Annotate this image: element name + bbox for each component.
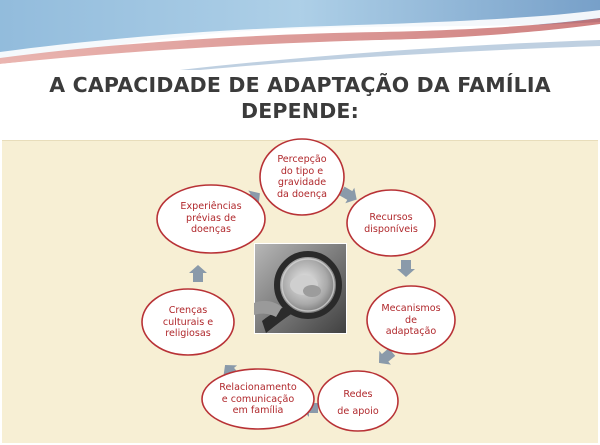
node-perception-text: Percepção do tipo e gravidade da doença <box>276 154 328 200</box>
node-support-networks <box>317 370 399 432</box>
node-mechanisms-text: Mecanismos de adaptação <box>381 303 441 338</box>
node-support-text: Redes de apoio <box>337 389 379 417</box>
arrow-icon <box>378 348 396 365</box>
node-relationships <box>201 368 315 430</box>
slide-title: A CAPACIDADE DE ADAPTAÇÃO DA FAMÍLIA DEP… <box>0 72 600 124</box>
title-line-2: DEPENDE: <box>240 99 360 123</box>
magnifier-photo <box>254 243 347 334</box>
node-beliefs <box>141 288 235 356</box>
node-experiences-text: Experiências prévias de doenças <box>180 201 242 236</box>
node-resources <box>346 189 436 257</box>
node-experiences <box>156 184 266 254</box>
title-line-1: A CAPACIDADE DE ADAPTAÇÃO DA FAMÍLIA <box>49 73 551 97</box>
node-beliefs-text: Crenças culturais e religiosas <box>162 305 214 340</box>
header-waves <box>0 0 600 70</box>
node-mechanisms <box>366 285 456 355</box>
arrow-icon <box>189 265 207 282</box>
node-perception <box>259 138 345 216</box>
cycle-nodes <box>141 138 456 432</box>
node-resources-text: Recursos disponíveis <box>364 212 418 235</box>
arrow-icon <box>339 186 357 204</box>
arrow-icon <box>397 260 415 277</box>
node-relationships-text: Relacionamento e comunicação em família <box>219 382 297 417</box>
